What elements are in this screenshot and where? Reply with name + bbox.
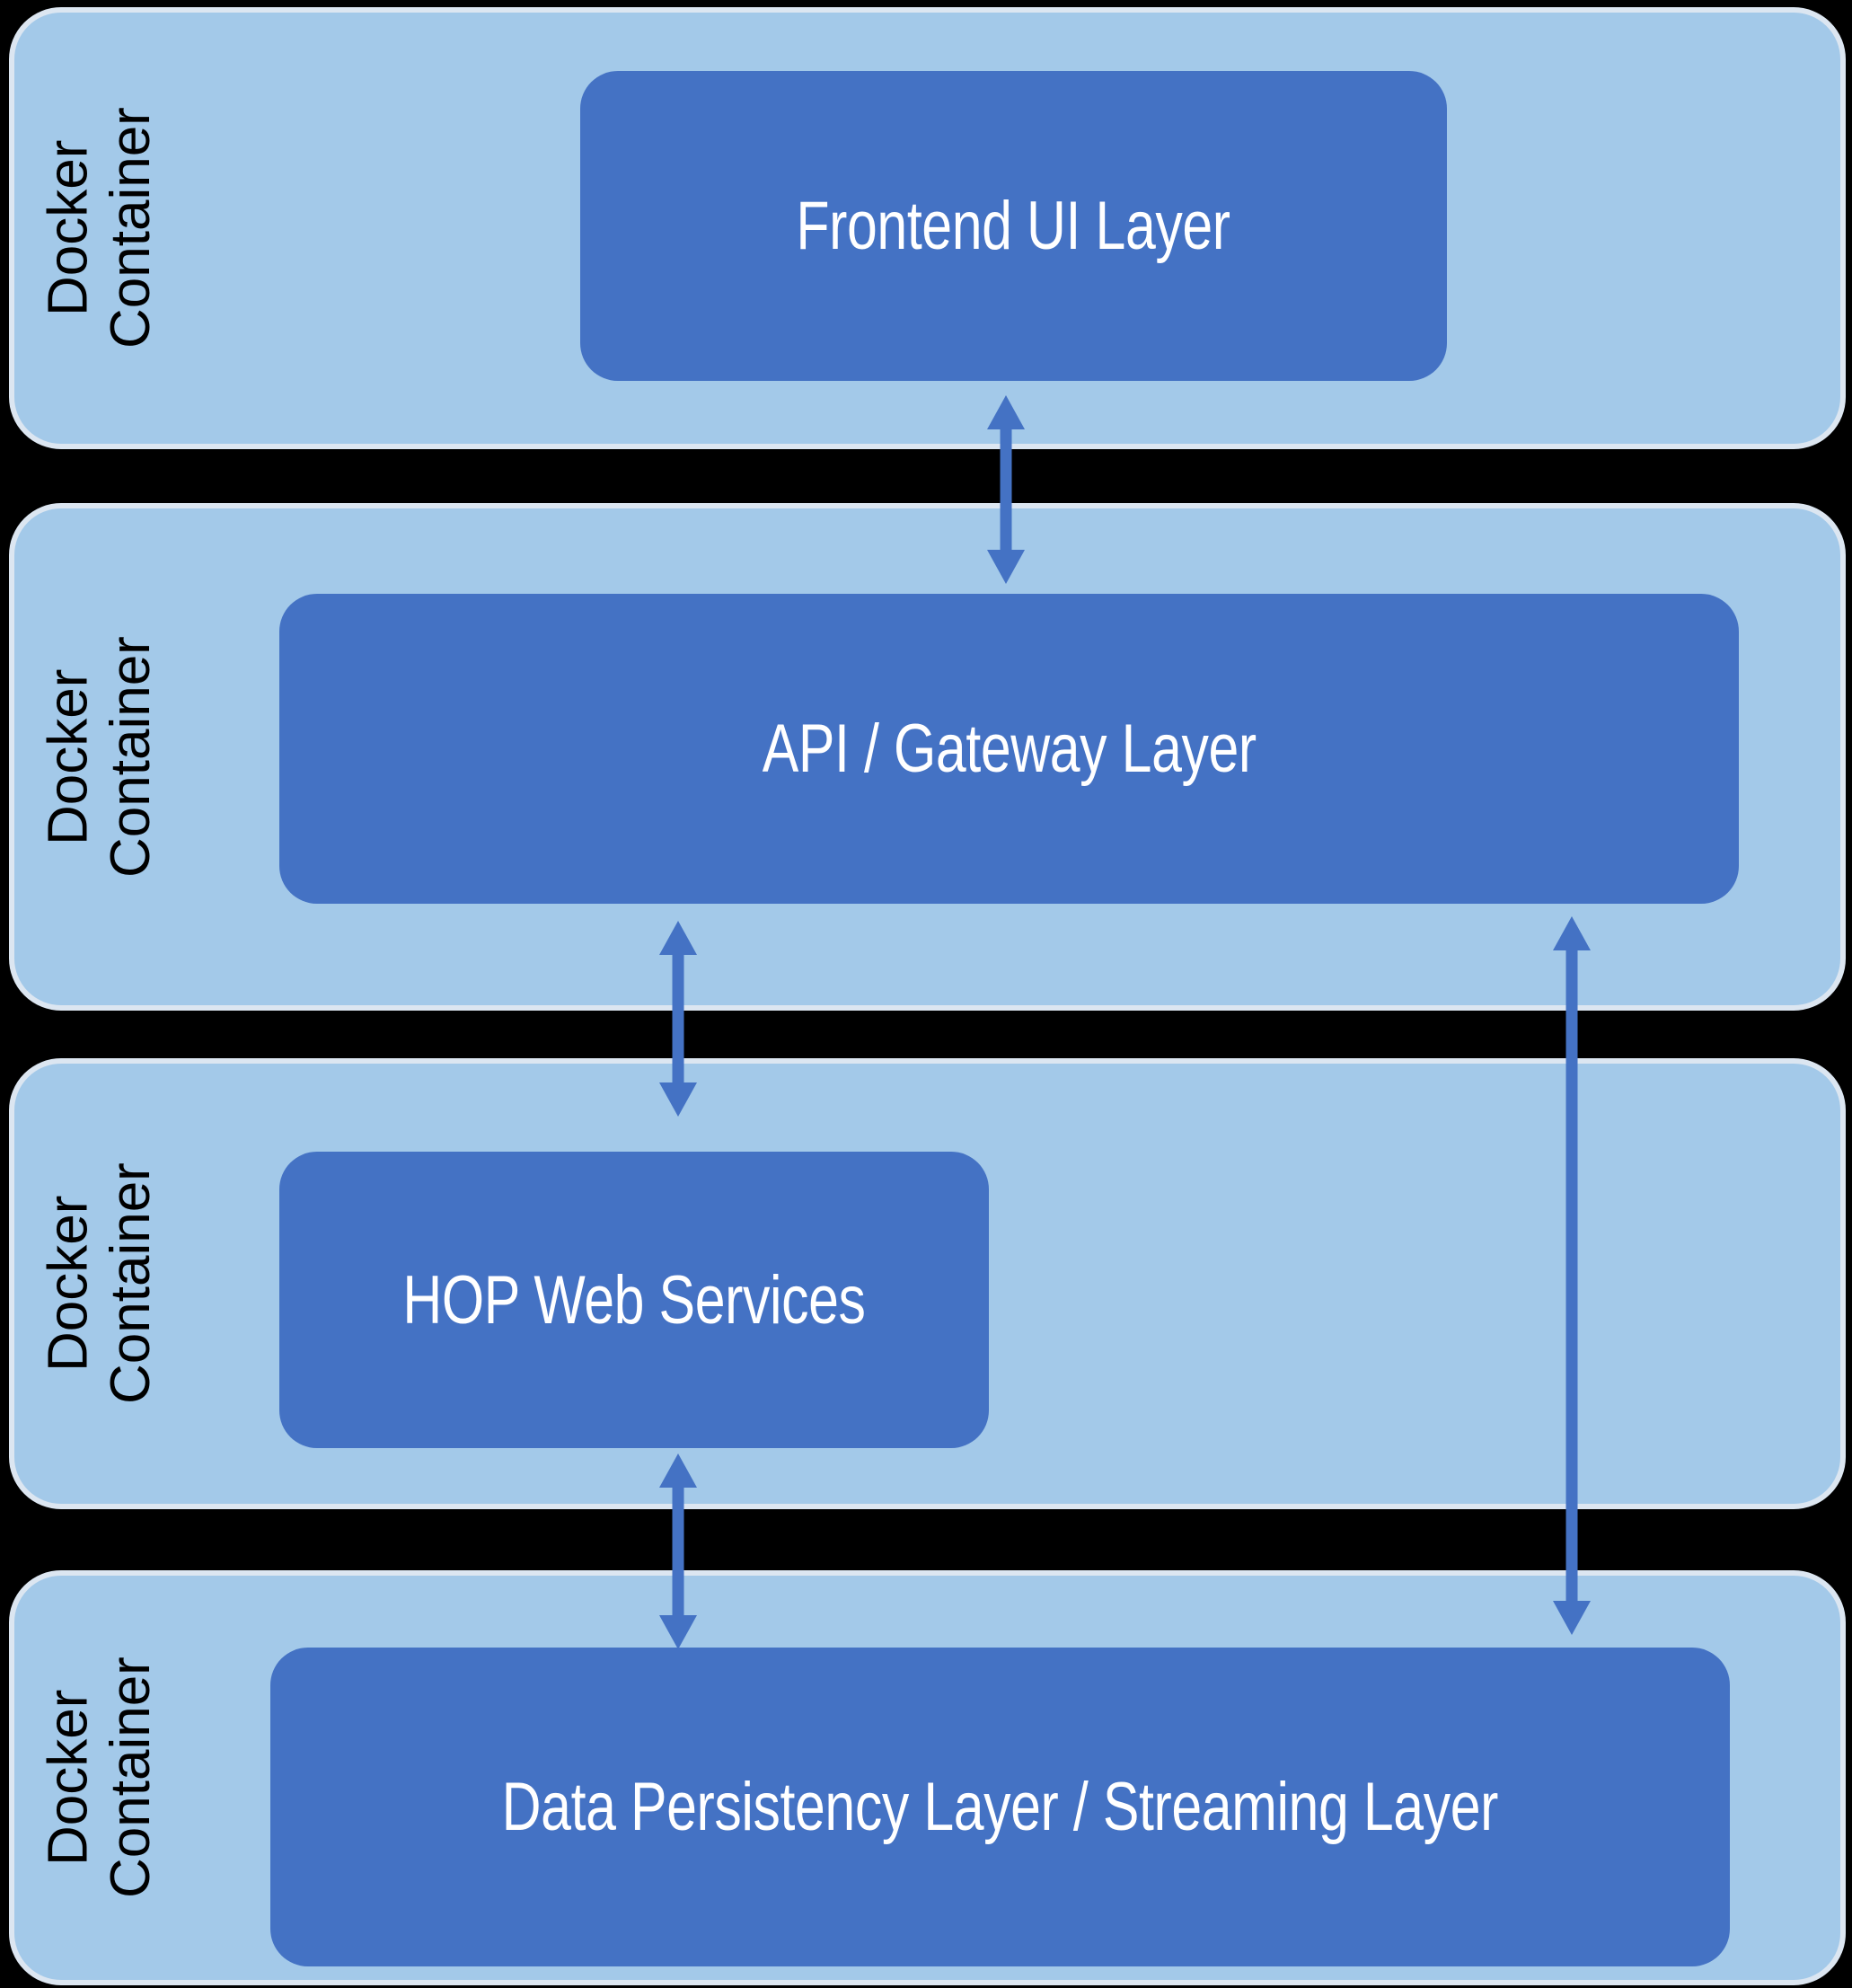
docker-container-label-wrap-frontend: Docker Container [37,13,162,444]
layer-box-frontend-ui[interactable]: Frontend UI Layer [580,71,1447,381]
docker-container-hop[interactable]: Docker Container HOP Web Services [9,1058,1846,1509]
docker-container-label-wrap-data: Docker Container [37,1576,162,1980]
layer-box-api-gateway[interactable]: API / Gateway Layer [279,594,1739,904]
layer-box-data-persistency[interactable]: Data Persistency Layer / Streaming Layer [270,1648,1730,1966]
docker-container-label: Docker Container [37,1162,162,1405]
docker-container-label-wrap-api: Docker Container [37,508,162,1005]
docker-container-api[interactable]: Docker Container API / Gateway Layer [9,503,1846,1011]
layer-box-label: API / Gateway Layer [762,711,1257,787]
docker-container-label: Docker Container [37,636,162,878]
docker-container-label-wrap-hop: Docker Container [37,1064,162,1504]
layer-box-label: Frontend UI Layer [796,188,1231,264]
docker-container-data[interactable]: Docker Container Data Persistency Layer … [9,1570,1846,1985]
layer-box-label: Data Persistency Layer / Streaming Layer [501,1769,1499,1845]
docker-container-label: Docker Container [37,107,162,349]
layer-box-hop-web-services[interactable]: HOP Web Services [279,1152,989,1448]
layer-box-label: HOP Web Services [402,1261,866,1339]
docker-container-frontend[interactable]: Docker Container Frontend UI Layer [9,7,1846,449]
docker-container-label: Docker Container [37,1657,162,1899]
